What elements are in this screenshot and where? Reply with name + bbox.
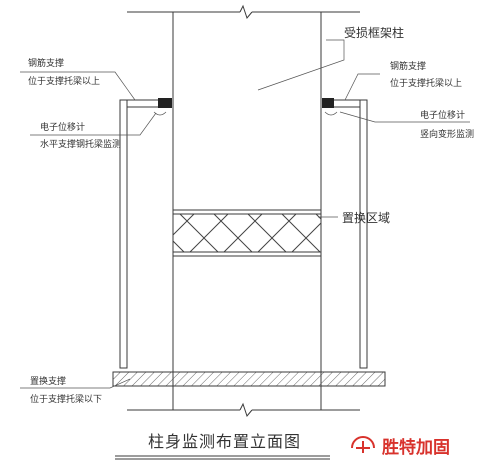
brand-logo-text: 胜特加固	[382, 437, 450, 458]
label-bottom-2: 位于支撑托梁以下	[30, 393, 102, 405]
left-support-wall	[119, 99, 172, 369]
leader-lines	[20, 39, 470, 389]
label-left-top-1: 钢筋支撑	[28, 57, 64, 69]
right-support-wall	[322, 99, 368, 369]
label-right-top-1: 钢筋支撑	[390, 60, 426, 72]
label-left-mid-1: 电子位移计	[40, 121, 85, 133]
label-replacement-area: 置换区域	[342, 211, 390, 225]
label-left-top-2: 位于支撑托梁以上	[28, 75, 100, 87]
replacement-area	[172, 209, 322, 257]
column	[127, 4, 360, 418]
base-support-beam	[112, 371, 386, 387]
label-right-mid-2: 竖向变形监测	[420, 128, 474, 140]
diagram-title: 柱身监测布置立面图	[148, 432, 301, 451]
left-displacement-gauge	[153, 98, 172, 116]
label-bottom-1: 置换支撑	[30, 375, 66, 387]
label-left-mid-2: 水平支撑钢托梁监测	[40, 138, 121, 150]
label-column: 受损框架柱	[344, 25, 404, 40]
label-right-mid-1: 电子位移计	[420, 109, 465, 121]
brand-logo-icon	[351, 436, 375, 453]
brand-logo: 胜特加固	[351, 436, 450, 458]
right-displacement-gauge	[322, 98, 338, 116]
label-right-top-2: 位于支撑托梁以上	[390, 77, 462, 89]
